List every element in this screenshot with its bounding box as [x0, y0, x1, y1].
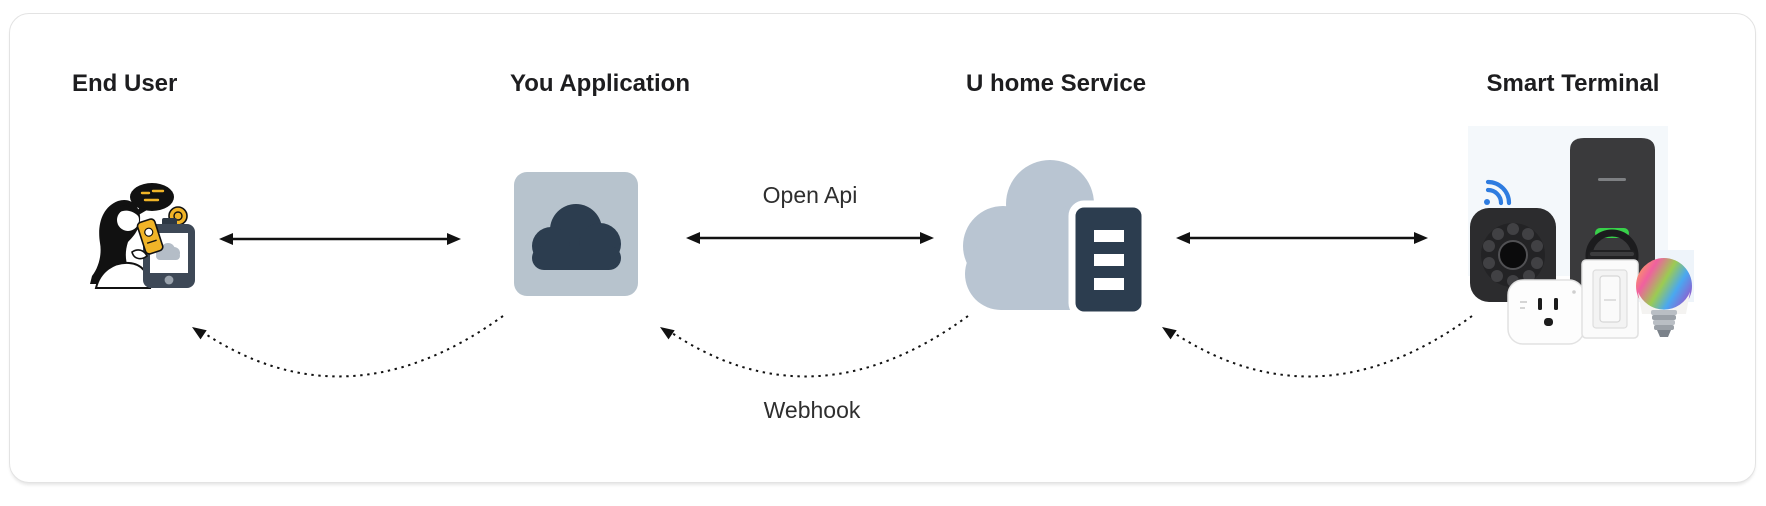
server-glyph: [1068, 200, 1149, 319]
hand-shape: [131, 249, 149, 260]
cloud-glyph: [532, 204, 621, 270]
end-user-icon: [90, 183, 195, 289]
keypad-lock-icon: [1470, 208, 1556, 302]
smart-plug-icon: [1507, 279, 1585, 345]
you-application-icon: [514, 172, 638, 296]
open-api-label: Open Api: [762, 182, 858, 208]
node-title-you-application: You Application: [510, 70, 690, 97]
smart-bulb-icon: [1636, 258, 1692, 337]
diagram-panel: [9, 13, 1756, 483]
wifi-icon: [1484, 179, 1512, 206]
tablet-cloud-icon: [156, 243, 180, 260]
node-title-u-home-service: U home Service: [965, 70, 1147, 97]
cloud-server-icon: [963, 160, 1149, 319]
node-title-smart-terminal: Smart Terminal: [1486, 70, 1660, 97]
smart-devices-collage: [1468, 126, 1694, 345]
light-switch-icon: [1581, 259, 1639, 339]
u-home-service-icon: [955, 150, 1150, 325]
person-figure: [90, 199, 152, 289]
webhook-label: Webhook: [763, 397, 861, 423]
end-user-illustration: [84, 176, 198, 290]
phone-icon: [136, 218, 164, 255]
cloud-app-icon: [514, 172, 638, 296]
node-title-end-user: End User: [72, 70, 178, 97]
smart-terminal-collage: [1466, 124, 1708, 346]
